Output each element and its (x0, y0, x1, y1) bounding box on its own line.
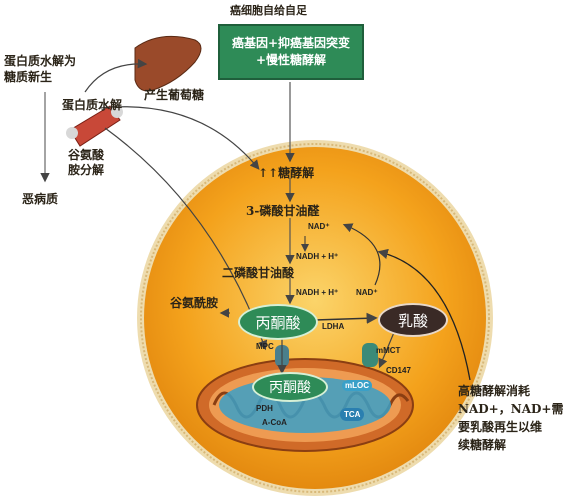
proteolysis-label: 蛋白质水解 (62, 98, 123, 112)
note-line-1: 高糖酵解消耗 (458, 384, 531, 398)
mutation-line-2: +慢性糖酵解 (255, 53, 327, 67)
mutation-box: 癌基因+抑癌基因突变 +慢性糖酵解 (218, 24, 364, 80)
liver-icon (134, 35, 202, 92)
nadh-2: NADH + H⁺ (296, 288, 339, 297)
note-line-3: 要乳酸再生以维 (458, 420, 543, 434)
mct-transporter (362, 343, 378, 367)
glutamine-breakdown-line-2: 胺分解 (68, 163, 105, 177)
mct-label: mMCT (376, 346, 401, 355)
top-label: 癌细胞自给自足 (230, 4, 307, 17)
glutamine-label: 谷氨酰胺 (170, 296, 219, 310)
note-line-2: NAD+，NAD+需 (458, 402, 564, 416)
muscle-icon (66, 105, 123, 147)
mloc-label: mLOC (342, 380, 372, 391)
glycolysis-label: ↑↑糖酵解 (258, 166, 315, 180)
pyruvate-oval: 丙酮酸 (238, 304, 318, 340)
glutamine-breakdown-line-1: 谷氨酸 (68, 148, 105, 162)
nad-plus-1: NAD⁺ (308, 222, 330, 231)
pdh-label: PDH (256, 404, 273, 413)
acoa-label: A-CoA (262, 418, 287, 427)
gluconeogenesis-line-1: 蛋白质水解为 (4, 54, 77, 68)
bpg-label: 二磷酸甘油酸 (222, 266, 295, 280)
nad-plus-2: NAD⁺ (356, 288, 378, 297)
nadh-1: NADH + H⁺ (296, 252, 339, 261)
produce-glucose-label: 产生葡萄糖 (144, 88, 205, 102)
cd147-label: CD147 (386, 366, 411, 375)
mito-pyruvate-oval: 丙酮酸 (252, 372, 328, 402)
cachexia-label: 恶病质 (22, 192, 59, 206)
ldha-label: LDHA (322, 322, 345, 331)
g3p-label: 3-磷酸甘油醛 (246, 204, 320, 218)
lactate-oval: 乳酸 (378, 303, 448, 337)
tca-label: TCA (340, 408, 365, 421)
note-line-4: 续糖酵解 (458, 438, 507, 452)
mutation-line-1: 癌基因+抑癌基因突变 (231, 35, 351, 50)
mpc-label: MPC (256, 342, 274, 351)
gluconeogenesis-line-2: 糖质新生 (4, 70, 53, 84)
